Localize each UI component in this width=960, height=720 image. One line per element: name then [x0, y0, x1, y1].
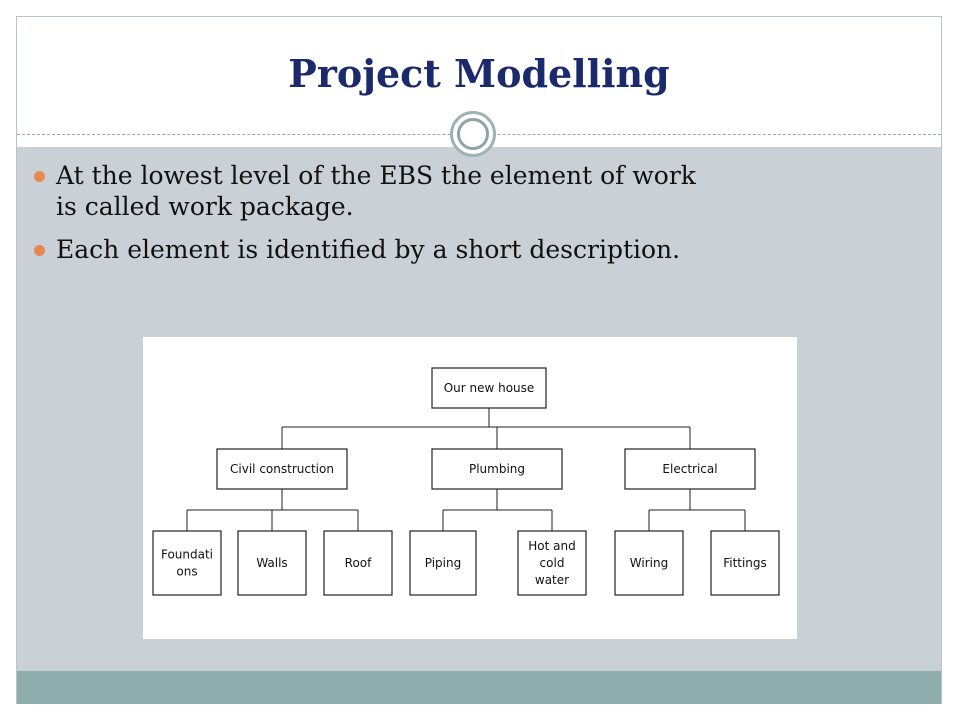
branch-node-box: [431, 448, 563, 490]
branch-node-label: Civil construction: [230, 462, 334, 476]
leaf-node-box: [323, 530, 393, 596]
branch-node-label: Electrical: [662, 462, 717, 476]
leaf-node-label: Roof: [345, 556, 372, 570]
leaf-node-label: Hot and: [528, 539, 575, 553]
leaf-node-label: ons: [176, 565, 197, 579]
leaf-node-box: [237, 530, 307, 596]
leaf-node-label: Fittings: [723, 556, 767, 570]
bullet-line: is called work package.: [56, 192, 354, 221]
footer-band: [17, 671, 941, 704]
branch-node-box: [216, 448, 348, 490]
root-node-label: Our new house: [444, 381, 535, 395]
slide-title: Project Modelling: [288, 51, 670, 96]
bullet-line: At the lowest level of the EBS the eleme…: [56, 161, 696, 190]
leaf-node-label: water: [535, 573, 569, 587]
circle-ornament-icon: [450, 111, 496, 157]
leaf-node-label: cold: [540, 556, 565, 570]
leaf-node-box: [614, 530, 684, 596]
branch-node-label: Plumbing: [469, 462, 525, 476]
bullet-dot-icon: [34, 245, 45, 256]
leaf-node-box: [152, 530, 222, 596]
root-node-box: [431, 367, 547, 409]
leaf-node-label: Piping: [425, 556, 461, 570]
leaf-node-box: [409, 530, 477, 596]
leaf-node-label: Wiring: [630, 556, 668, 570]
bullet-item: Each element is identified by a short de…: [34, 234, 894, 265]
leaf-node-label: Foundati: [161, 548, 213, 562]
leaf-node-label: Walls: [256, 556, 287, 570]
leaf-node-box: [517, 530, 587, 596]
leaf-node-box: [710, 530, 780, 596]
bullet-list: At the lowest level of the EBS the eleme…: [34, 160, 894, 277]
branch-node-box: [624, 448, 756, 490]
bullet-line: Each element is identified by a short de…: [56, 235, 681, 264]
bullet-dot-icon: [34, 171, 45, 182]
bullet-item: At the lowest level of the EBS the eleme…: [34, 160, 894, 222]
